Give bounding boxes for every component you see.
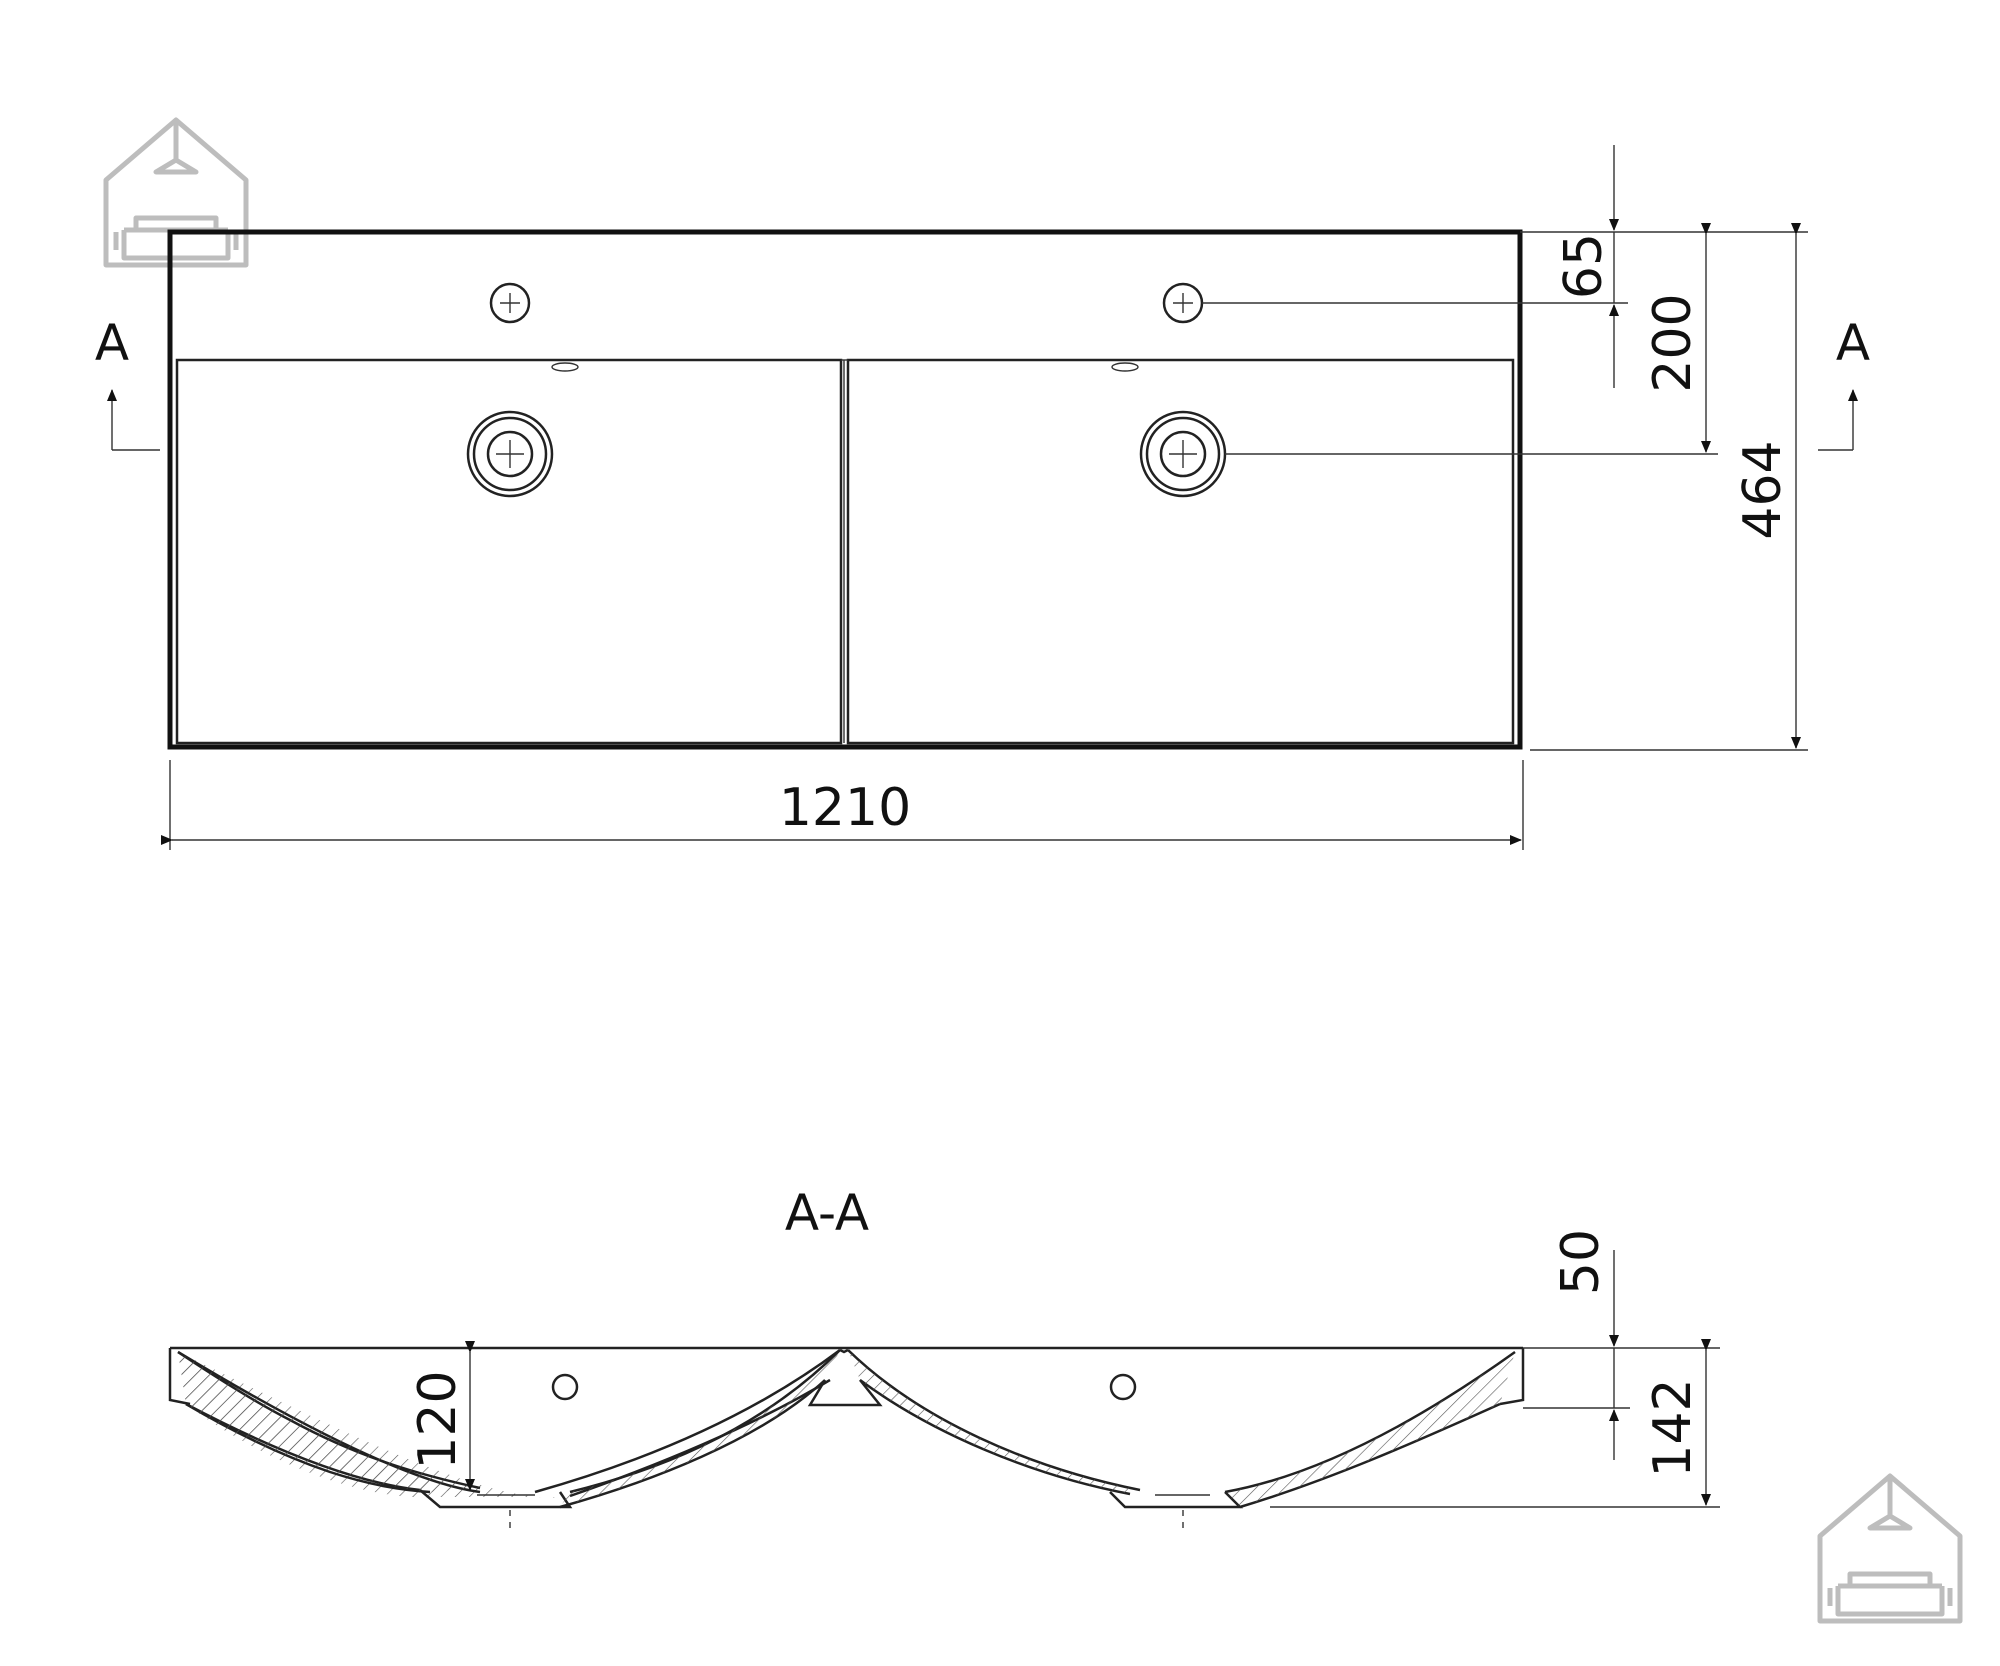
brand-logo-top-left bbox=[103, 117, 249, 268]
tap-hole-right bbox=[1162, 282, 1204, 324]
tap-hole-left bbox=[489, 282, 531, 324]
section-overflow-left bbox=[551, 1373, 579, 1401]
drain-left bbox=[466, 410, 554, 498]
house-bathroom-logo-icon bbox=[103, 117, 249, 268]
top-view: 1210 65 200 464 A A bbox=[95, 145, 1870, 850]
right-bowl bbox=[846, 358, 1515, 745]
brand-logo-bottom-right bbox=[1817, 1473, 1963, 1624]
section-title: A-A bbox=[785, 1184, 869, 1242]
drain-right bbox=[1139, 410, 1227, 498]
width-dim: 1210 bbox=[779, 778, 911, 838]
drain-offset-dim: 200 bbox=[1643, 293, 1703, 392]
svg-text:A: A bbox=[1836, 314, 1870, 372]
overflow-left bbox=[551, 362, 579, 372]
basin-depth-dim: 120 bbox=[408, 1370, 468, 1469]
tap-hole-offset-dim: 65 bbox=[1554, 233, 1614, 299]
depth-dim: 464 bbox=[1733, 440, 1793, 539]
left-bowl bbox=[175, 358, 843, 745]
section-marker-right: A bbox=[1818, 314, 1870, 451]
house-bathroom-logo-icon bbox=[1817, 1473, 1963, 1624]
svg-text:A: A bbox=[95, 314, 129, 372]
section-marker-left: A bbox=[95, 314, 160, 451]
total-height-dim: 142 bbox=[1643, 1378, 1703, 1477]
section-view: A-A bbox=[168, 1184, 1720, 1530]
basin-outline bbox=[167, 229, 1523, 750]
rim-dim: 50 bbox=[1551, 1229, 1611, 1295]
section-overflow-right bbox=[1109, 1373, 1137, 1401]
overflow-right bbox=[1111, 362, 1139, 372]
